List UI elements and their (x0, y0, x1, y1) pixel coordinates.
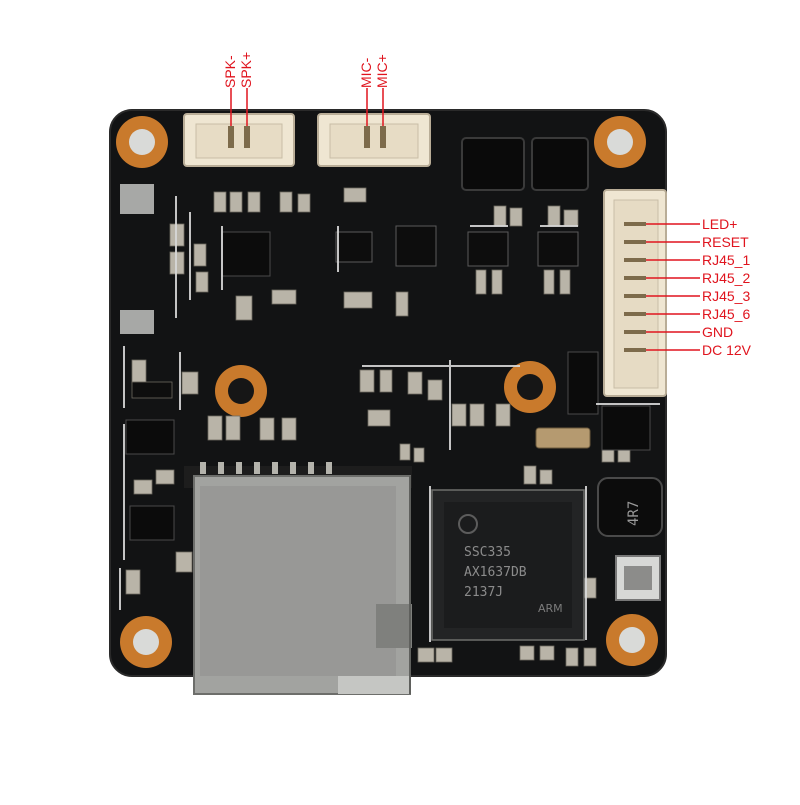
mounting-hole-bottom-right (606, 614, 658, 666)
main-soc-chip: SSC335 AX1637DB 2137J ARM (431, 489, 585, 641)
inductor-marking: 4R7 (626, 501, 642, 526)
label-leader-lines (230, 88, 384, 126)
mounting-hole-top-right (594, 116, 646, 168)
pin-label-dc-12v: DC 12V (702, 342, 752, 358)
pin-label-rj45-2: RJ45_2 (702, 270, 751, 286)
inductor-4r7: 4R7 (597, 477, 663, 537)
pin-label-led-plus: LED+ (702, 216, 738, 232)
pin-label-gnd: GND (702, 324, 734, 340)
mic-connector (317, 113, 431, 167)
small-ic-qfn (221, 231, 271, 277)
power-network-connector (603, 189, 667, 397)
power-inductor-2 (531, 137, 589, 191)
soc-arm-logo: ARM (538, 602, 563, 615)
soc-marking-line3: 2137J (464, 585, 503, 600)
microsd-slot (184, 462, 412, 695)
mounting-hole-top-left (116, 116, 168, 168)
pin-label-rj45-1: RJ45_1 (702, 252, 751, 268)
label-spk-minus: SPK- (222, 55, 238, 88)
pin-leader-lines (646, 223, 700, 351)
pin-label-rj45-6: RJ45_6 (702, 306, 751, 322)
smd-components (125, 187, 631, 667)
pin-label-reset: RESET (702, 234, 749, 250)
mounting-pad-left (215, 365, 267, 417)
label-mic-plus: MIC+ (374, 54, 390, 88)
soc-marking-line1: SSC335 (464, 545, 511, 560)
power-inductor-1 (461, 137, 525, 191)
pin-label-rj45-3: RJ45_3 (702, 288, 751, 304)
mounting-hole-bottom-left (120, 616, 172, 668)
soc-marking-line2: AX1637DB (464, 565, 527, 580)
label-mic-minus: MIC- (358, 57, 374, 88)
speaker-connector (183, 113, 295, 167)
mounting-pad-right (504, 361, 556, 413)
label-spk-plus: SPK+ (238, 51, 254, 88)
